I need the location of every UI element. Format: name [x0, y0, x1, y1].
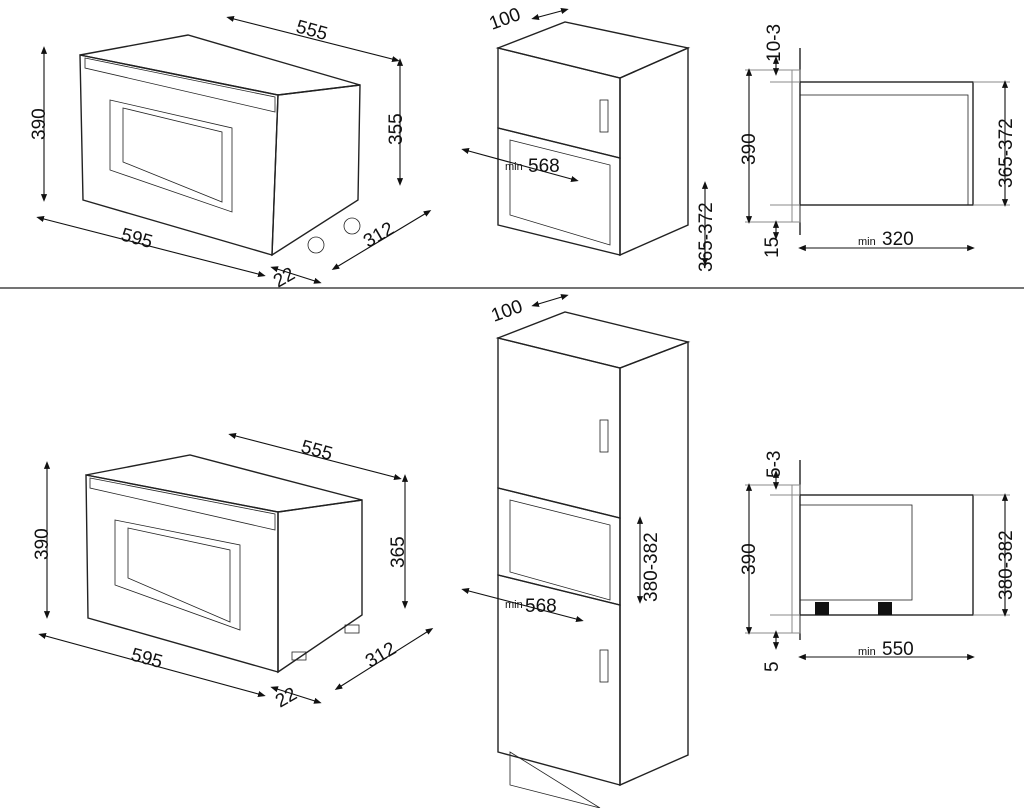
- bottom-section-gap-bottom: 5: [762, 661, 783, 672]
- bottom-oven-drawing: [38, 432, 434, 704]
- bottom-oven-depth: 312: [362, 638, 400, 672]
- top-section-depth: 320: [882, 229, 914, 250]
- bottom-section-gap-top: 5-3: [764, 451, 785, 478]
- top-section-niche: 365-372: [996, 118, 1017, 188]
- bottom-oven-height-left: 390: [32, 528, 53, 560]
- top-section-gap-top: 10-3: [764, 24, 785, 62]
- top-oven-front: 595: [119, 225, 155, 253]
- bottom-section-min-label: min: [858, 646, 876, 658]
- bottom-oven-width: 555: [299, 437, 335, 465]
- top-oven-drawing: [36, 15, 432, 284]
- top-oven-height-left: 390: [29, 108, 50, 140]
- bottom-cabinet-drawing: [461, 294, 691, 808]
- top-section-height: 390: [739, 133, 760, 165]
- bottom-cabinet-top: 100: [489, 296, 526, 327]
- top-cabinet-width: 568: [528, 156, 560, 177]
- top-section-min-label: min: [858, 236, 876, 248]
- bottom-section-niche: 380-382: [996, 530, 1017, 600]
- bottom-section-depth: 550: [882, 639, 914, 660]
- bottom-oven-offset: 22: [272, 684, 301, 713]
- bottom-cabinet-width: 568: [525, 596, 557, 617]
- top-section-gap-bottom: 15: [762, 237, 783, 258]
- top-oven-width: 555: [294, 17, 330, 45]
- top-cabinet-min-label: min: [505, 161, 523, 173]
- top-oven-height-right: 355: [386, 113, 407, 145]
- bottom-section-drawing: [745, 460, 1010, 661]
- top-oven-depth: 312: [360, 218, 398, 252]
- bottom-cabinet-niche: 380-382: [641, 532, 662, 602]
- bottom-section-height: 390: [739, 543, 760, 575]
- top-cabinet-drawing: [461, 8, 709, 266]
- top-section-drawing: [745, 48, 1010, 252]
- top-cabinet-top: 100: [487, 4, 524, 35]
- bottom-oven-height-right: 365: [388, 536, 409, 568]
- bottom-oven-front: 595: [129, 645, 165, 673]
- bottom-cabinet-min-label: min: [505, 599, 523, 611]
- top-cabinet-niche: 365-372: [696, 202, 717, 272]
